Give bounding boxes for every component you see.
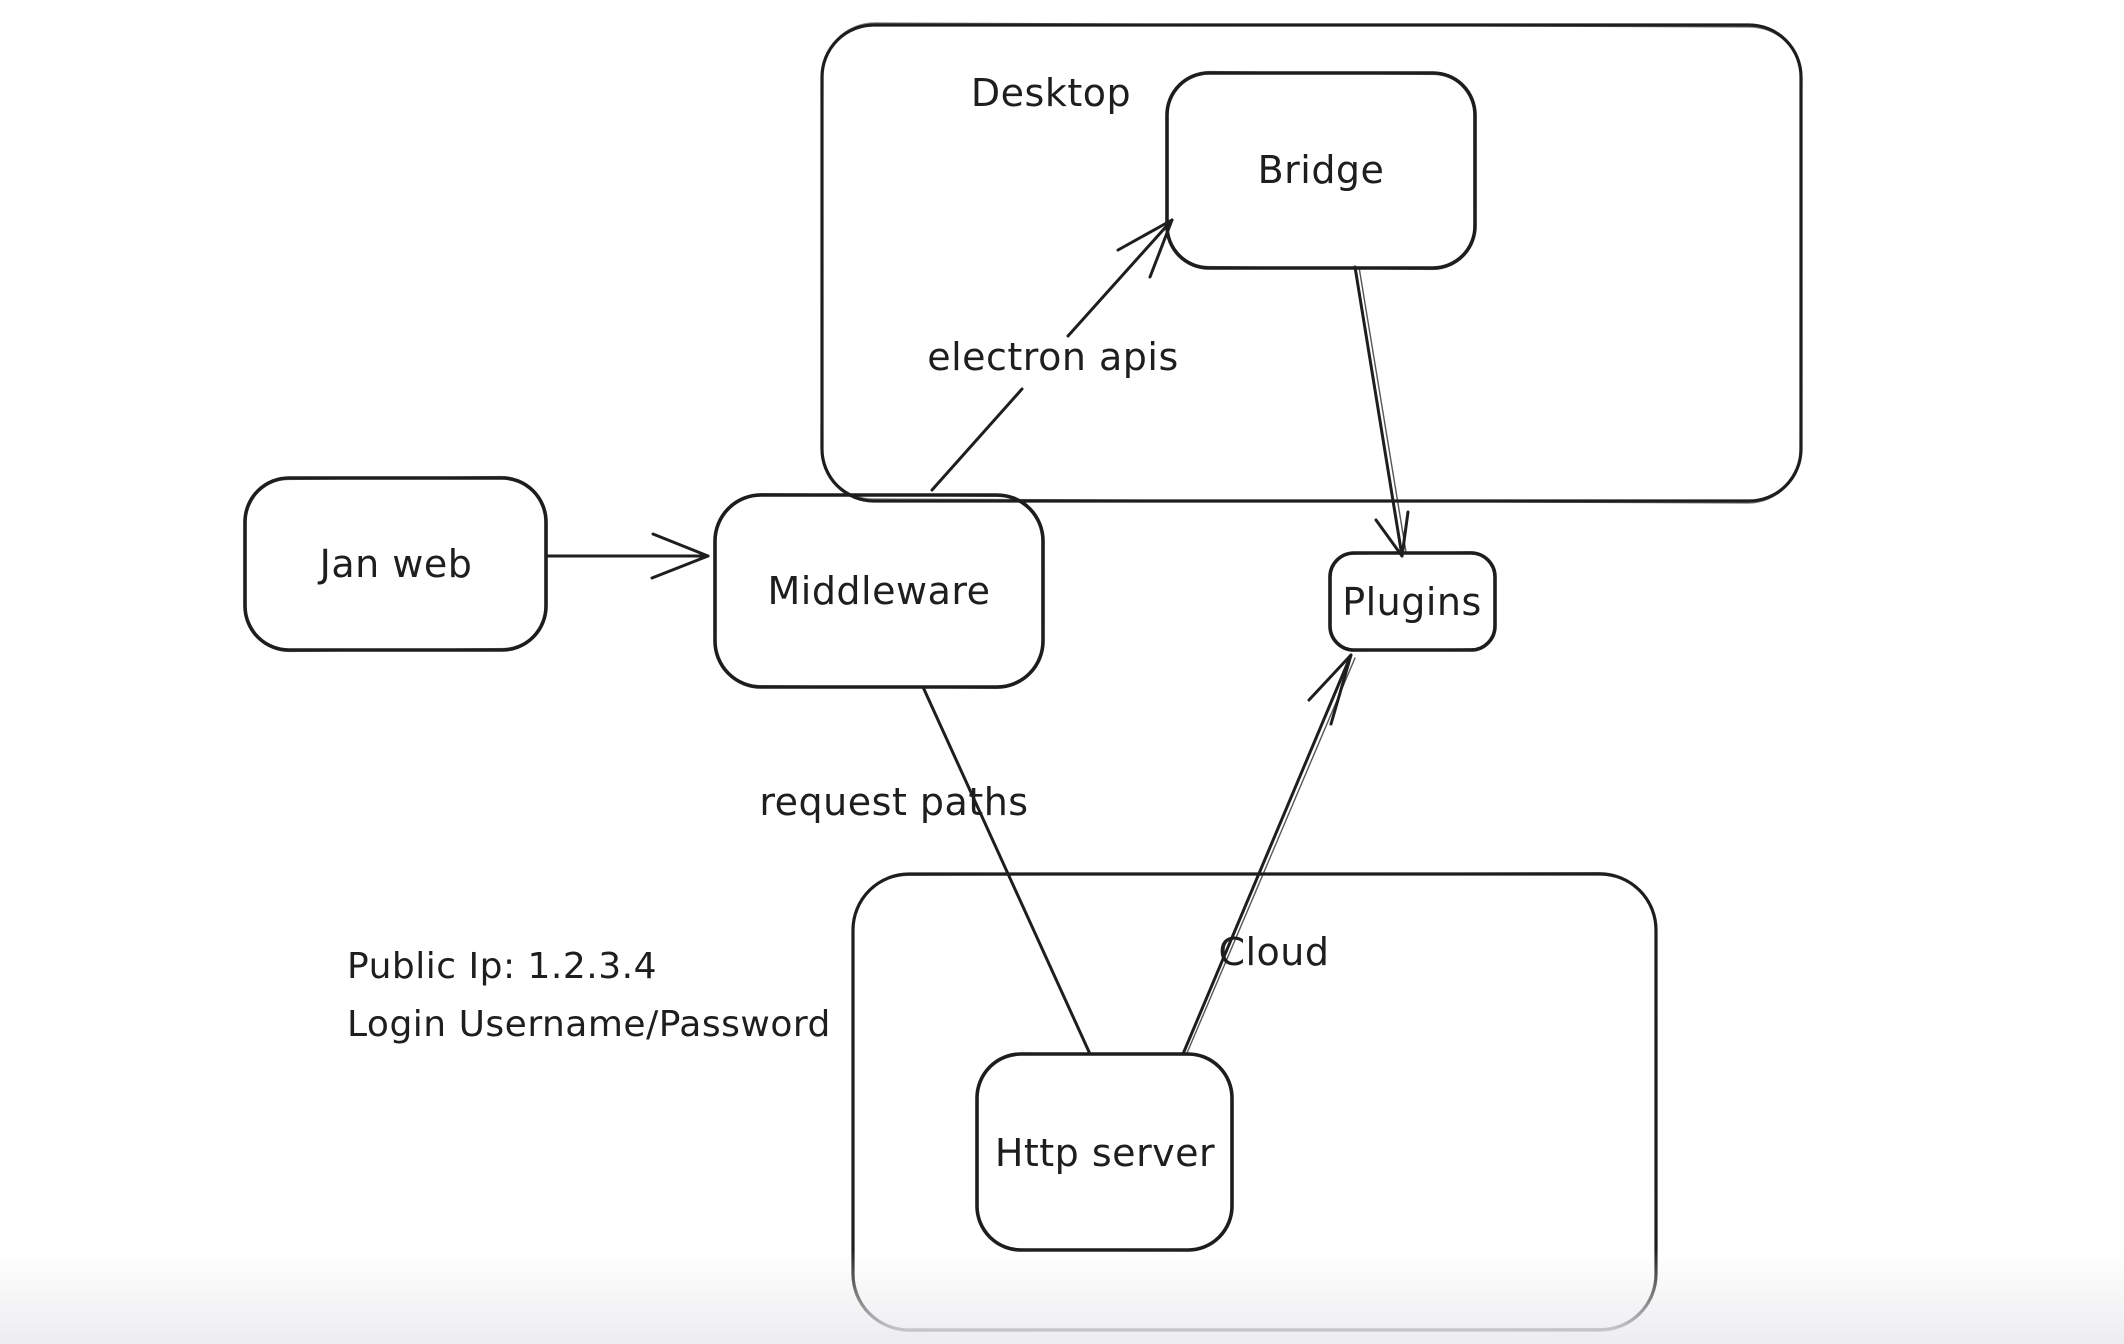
jan-web-node[interactable] xyxy=(243,475,548,653)
login-credentials-note-line[interactable]: Login Username/Password xyxy=(347,1004,831,1045)
bridge-node-label[interactable]: Bridge xyxy=(1258,148,1385,192)
request-paths-edge-label[interactable]: request paths xyxy=(759,780,1028,824)
arrow-bridge-to-plugins-line[interactable] xyxy=(1353,265,1404,558)
arrow-middleware-to-bridge-line-lower[interactable] xyxy=(930,387,1024,492)
public-ip-note-line[interactable]: Public Ip: 1.2.3.4 xyxy=(347,946,657,987)
plugins-node[interactable] xyxy=(1328,551,1497,652)
plugins-node-label[interactable]: Plugins xyxy=(1342,580,1482,624)
middleware-box-sketch-stroke xyxy=(713,492,1045,690)
plugins-box-sketch-stroke xyxy=(1328,551,1497,652)
arrow-middleware-to-bridge-line-upper[interactable] xyxy=(1066,218,1174,338)
electron-apis-edge-label[interactable]: electron apis xyxy=(927,335,1179,379)
bridge-box-sketch-stroke xyxy=(1165,70,1477,271)
arrow-http-server-to-plugins[interactable] xyxy=(1181,653,1356,1056)
arrow-bridge-to-plugins-line-sketch xyxy=(1358,266,1407,553)
arrow-bridge-to-plugins[interactable] xyxy=(1353,265,1410,558)
arrow-http-server-to-plugins-line[interactable] xyxy=(1181,653,1353,1056)
arrow-middleware-to-bridge-head-icon xyxy=(1116,218,1174,279)
arrow-middleware-to-bridge[interactable] xyxy=(930,218,1174,492)
cloud-container-label[interactable]: Cloud xyxy=(1218,930,1329,974)
middleware-node-label[interactable]: Middleware xyxy=(767,569,990,613)
bridge-node[interactable] xyxy=(1165,70,1477,271)
jan-web-box-sketch-stroke xyxy=(243,475,548,653)
desktop-container-label[interactable]: Desktop xyxy=(971,71,1131,115)
arrow-bridge-to-plugins-head-icon xyxy=(1374,510,1410,558)
http-server-node-label[interactable]: Http server xyxy=(995,1131,1215,1175)
middleware-node[interactable] xyxy=(713,492,1045,690)
desktop-container[interactable] xyxy=(820,22,1803,504)
connector-middleware-to-http-server-line[interactable] xyxy=(921,685,1092,1056)
arrow-jan-web-to-middleware-head-icon xyxy=(650,532,710,580)
arrow-http-server-to-plugins-line-sketch xyxy=(1186,657,1356,1054)
jan-web-node-label[interactable]: Jan web xyxy=(318,542,473,586)
arrow-jan-web-to-middleware[interactable] xyxy=(544,532,710,580)
arrow-http-server-to-plugins-head-icon xyxy=(1307,653,1353,726)
connector-middleware-to-http-server[interactable] xyxy=(921,685,1092,1056)
desktop-container-sketch-stroke xyxy=(820,22,1803,504)
